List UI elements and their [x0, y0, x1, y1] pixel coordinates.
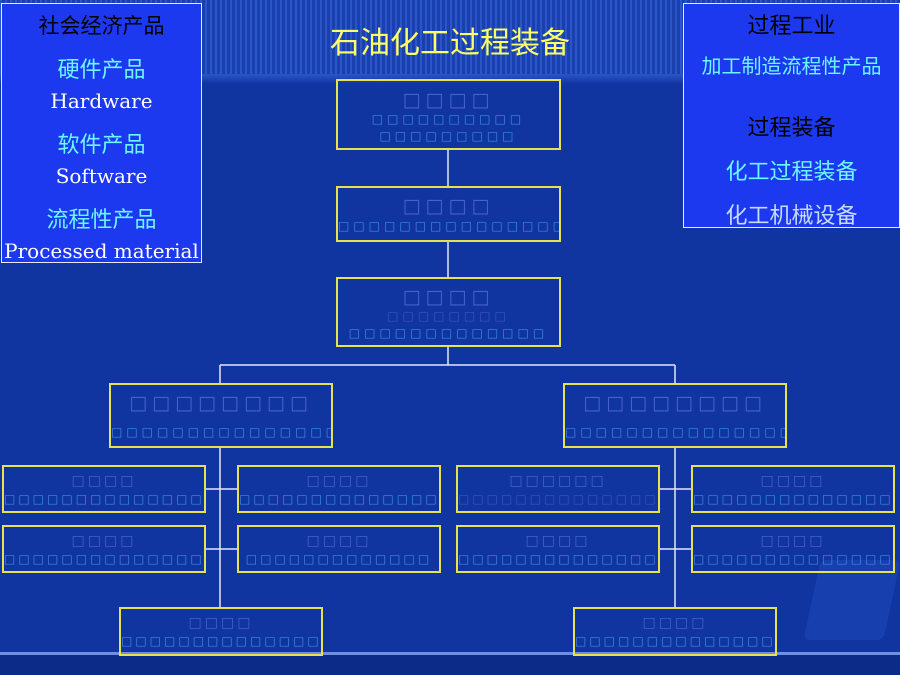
right-panel-sub-2a: 化工过程装备 [725, 160, 858, 185]
node-third-line-1: □□□□□□□□ [387, 309, 510, 323]
leaf-right-a-title: □□□□□□ [509, 473, 607, 489]
left-info-panel: 社会经济产品 硬件产品 Hardware 软件产品 Software 流程性产品… [1, 3, 202, 263]
diagram-leaf-left-d: □□□□ □□□□□□□□□□□□□ [237, 525, 441, 573]
diagram-node-right-branch: □□□□□□□□ □□□□□□□□□□□□□□□□□ [563, 383, 787, 448]
leaf-left-c-line-1: □□□□□□□□□□□□□□ [4, 552, 205, 566]
diagram-leaf-right-e: □□□□ □□□□□□□□□□□□□□□□ [573, 607, 777, 656]
slide-title: 石油化工过程装备 [330, 26, 570, 61]
leaf-right-c-title: □□□□ [525, 533, 591, 549]
node-left-branch-line-1: □□□□□□□□□□□□□□□□ [111, 425, 333, 439]
leaf-left-a-title: □□□□ [71, 473, 137, 489]
node-second-title: □□□□ [402, 195, 495, 217]
node-third-title: □□□□ [402, 286, 495, 308]
product-processed-en: Processed material [4, 239, 199, 263]
node-top-line-1: □□□□□□□□□□ [371, 112, 526, 126]
left-panel-heading: 社会经济产品 [38, 14, 165, 38]
right-panel-heading-2: 过程装备 [747, 116, 836, 141]
right-panel-heading-1: 过程工业 [747, 14, 836, 39]
diagram-leaf-left-e: □□□□ □□□□□□□□□□□□□□ [119, 607, 323, 656]
product-hardware-zh: 硬件产品 [57, 58, 146, 83]
leaf-left-c-title: □□□□ [71, 533, 137, 549]
leaf-left-b-line-1: □□□□□□□□□□□□□□□□ [239, 492, 440, 506]
leaf-right-b-line-1: □□□□□□□□□□□□□□□□ [693, 492, 894, 506]
footer-band [0, 655, 900, 675]
leaf-left-d-line-1: □□□□□□□□□□□□□ [245, 552, 433, 566]
product-processed-zh: 流程性产品 [46, 208, 157, 233]
leaf-left-e-title: □□□□ [188, 615, 254, 631]
diagram-leaf-left-b: □□□□ □□□□□□□□□□□□□□□□ [237, 465, 441, 513]
diagram-leaf-right-a: □□□□□□ □□□□□□□□□□□□□□ [456, 465, 660, 513]
leaf-left-a-line-1: □□□□□□□□□□□□□□ [4, 492, 205, 506]
leaf-right-e-title: □□□□ [642, 615, 708, 631]
leaf-right-d-title: □□□□ [760, 533, 826, 549]
diagram-node-third: □□□□ □□□□□□□□ □□□□□□□□□□□□□ [336, 277, 561, 347]
diagram-leaf-right-d: □□□□ □□□□□□□□□□□□□□ [691, 525, 895, 573]
leaf-right-b-title: □□□□ [760, 473, 826, 489]
node-left-branch-title: □□□□□□□□ [129, 392, 313, 414]
node-right-branch-title: □□□□□□□□ [583, 392, 767, 414]
node-top-title: □□□□ [402, 89, 495, 111]
footer-line [0, 652, 900, 655]
node-third-line-2: □□□□□□□□□□□□□ [348, 326, 549, 340]
right-info-panel: 过程工业 加工制造流程性产品 过程装备 化工过程装备 化工机械设备 [683, 3, 900, 228]
leaf-left-e-line-1: □□□□□□□□□□□□□□ [121, 634, 322, 648]
leaf-right-e-line-1: □□□□□□□□□□□□□□□□ [575, 634, 776, 648]
node-right-branch-line-1: □□□□□□□□□□□□□□□□□ [565, 425, 785, 439]
leaf-right-a-line-1: □□□□□□□□□□□□□□ [458, 492, 659, 506]
node-top-line-2: □□□□□□□□□ [379, 129, 518, 143]
diagram-node-top: □□□□ □□□□□□□□□□ □□□□□□□□□ [336, 79, 561, 150]
diagram-leaf-right-c: □□□□ □□□□□□□□□□□□□□□□ [456, 525, 660, 573]
product-software-en: Software [55, 164, 148, 188]
diagram-node-second: □□□□ □□□□□□□□□□□□□□□□□□□ [336, 186, 561, 242]
right-panel-sub-2b: 化工机械设备 [725, 204, 858, 228]
diagram-node-left-branch: □□□□□□□□ □□□□□□□□□□□□□□□□ [109, 383, 333, 448]
diagram-leaf-left-c: □□□□ □□□□□□□□□□□□□□ [2, 525, 206, 573]
leaf-left-b-title: □□□□ [306, 473, 372, 489]
leaf-left-d-title: □□□□ [306, 533, 372, 549]
diagram-leaf-right-b: □□□□ □□□□□□□□□□□□□□□□ [691, 465, 895, 513]
right-panel-sub-1: 加工制造流程性产品 [701, 54, 882, 78]
diagram-leaf-left-a: □□□□ □□□□□□□□□□□□□□ [2, 465, 206, 513]
leaf-right-d-line-1: □□□□□□□□□□□□□□ [693, 552, 894, 566]
node-second-line-1: □□□□□□□□□□□□□□□□□□□ [338, 219, 559, 233]
product-hardware-en: Hardware [50, 89, 153, 113]
product-software-zh: 软件产品 [57, 133, 146, 158]
leaf-right-c-line-1: □□□□□□□□□□□□□□□□ [458, 552, 659, 566]
